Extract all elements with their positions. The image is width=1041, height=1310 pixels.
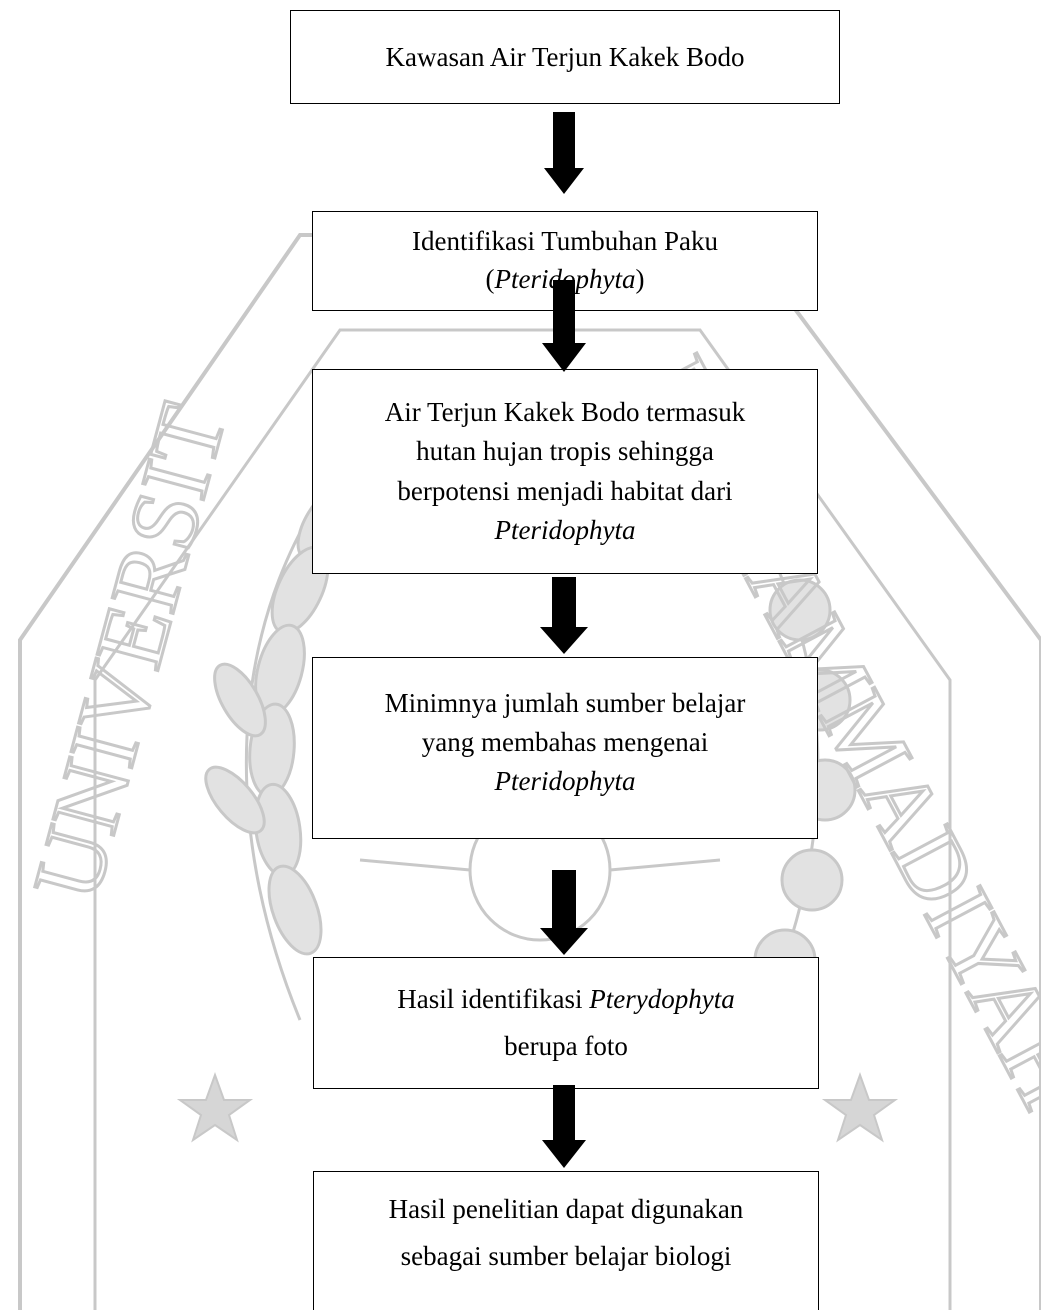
step-4-line-3: Pteridophyta — [494, 766, 636, 797]
star-decoration — [176, 1072, 899, 1143]
flow-step-3: Air Terjun Kakek Bodo termasuk hutan huj… — [312, 369, 818, 574]
wreath-left — [204, 469, 364, 1021]
step-2-text: Identifikasi Tumbuhan Paku — [411, 226, 718, 257]
step-2-scientific-name: (Pteridophyta) — [485, 264, 645, 294]
step-4-line-2: yang membahas mengenai — [421, 727, 709, 758]
step-3-line-4: Pteridophyta — [494, 514, 636, 545]
step-6-line-1: Hasil penelitian dapat digunakan — [388, 1194, 744, 1224]
step-5-line-1: Hasil identifikasi Pterydophyta — [397, 983, 735, 1014]
step-1-text: Kawasan Air Terjun Kakek Bodo — [385, 41, 745, 72]
step-3-line-2: hutan hujan tropis sehingga — [416, 436, 714, 467]
step-6-line-2: sebagai sumber belajar biologi — [400, 1241, 732, 1272]
watermark-left-text: UNIVERSIT — [12, 393, 246, 910]
step-4-line-1: Minimnya jumlah sumber belajar — [384, 688, 746, 718]
flow-step-4: Minimnya jumlah sumber belajar yang memb… — [312, 657, 818, 839]
flow-step-1: Kawasan Air Terjun Kakek Bodo — [290, 10, 840, 104]
step-5-line-2: berupa foto — [504, 1031, 628, 1061]
step-3-line-3: berpotensi menjadi habitat dari — [397, 475, 733, 506]
flow-step-6: Hasil penelitian dapat digunakan sebagai… — [313, 1171, 819, 1310]
flow-step-5: Hasil identifikasi Pterydophyta berupa f… — [313, 957, 819, 1089]
step-3-line-1: Air Terjun Kakek Bodo termasuk — [384, 397, 746, 428]
flow-step-2: Identifikasi Tumbuhan Paku (Pteridophyta… — [312, 211, 818, 311]
